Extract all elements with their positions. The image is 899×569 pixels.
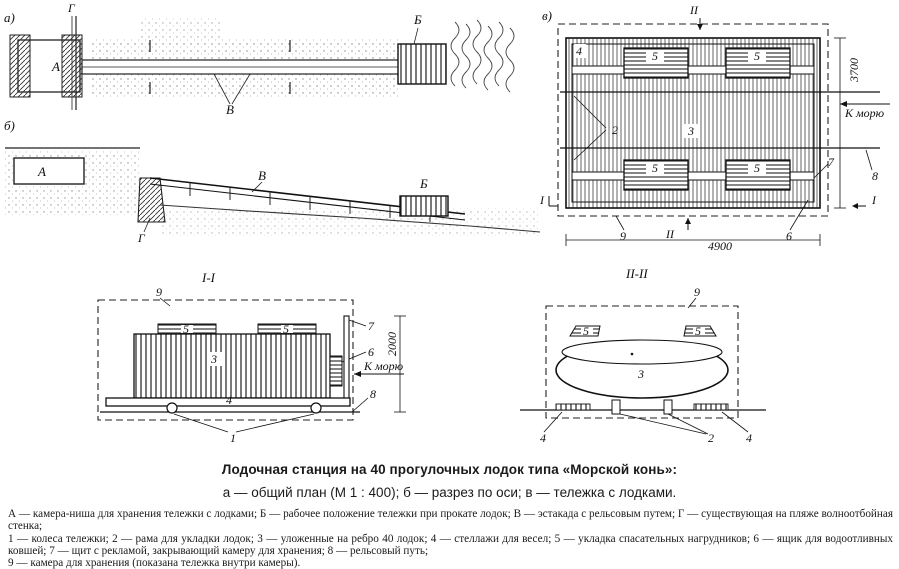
- cut-II-top: II: [689, 3, 699, 17]
- panel-v-cart-plan: в) 5 5 5 5 4 3 2 7 8 9 6 К морю: [539, 3, 890, 253]
- label-5-s2a: 5: [583, 324, 589, 338]
- label-to-sea-v: К морю: [844, 106, 885, 120]
- label-2-v: 2: [612, 123, 618, 137]
- label-B-section: Б: [419, 176, 428, 191]
- figure-drawing: а) А Г Б В: [4, 1, 890, 445]
- label-4-s2b: 4: [746, 431, 752, 445]
- label-8-s1: 8: [370, 387, 376, 401]
- legend-line-2: 1 — колеса тележки; 2 — рама для укладки…: [8, 532, 893, 557]
- figure-legend: А — камера-ниша для хранения тележки с л…: [8, 508, 893, 569]
- label-A-section: А: [37, 164, 46, 179]
- label-6-s1: 6: [368, 345, 374, 359]
- label-1-s1: 1: [230, 431, 236, 445]
- label-V-section: В: [258, 168, 266, 183]
- figure-subtitle: а — общий план (М 1 : 400); б — разрез п…: [222, 485, 677, 500]
- label-5-s2b: 5: [695, 324, 701, 338]
- label-5-v2: 5: [754, 49, 760, 63]
- label-3-s2: 3: [637, 367, 644, 381]
- label-5-s1a: 5: [183, 322, 189, 336]
- legend-line-1: А — камера-ниша для хранения тележки с л…: [8, 508, 893, 533]
- panel-a-label: а): [4, 10, 15, 25]
- label-G-section: Г: [137, 231, 146, 245]
- label-G-plan: Г: [67, 1, 76, 15]
- label-4-s2a: 4: [540, 431, 546, 445]
- label-2-s2: 2: [708, 431, 714, 445]
- label-B-plan: Б: [413, 12, 422, 27]
- dim-3700: 3700: [847, 58, 861, 83]
- label-4-s1: 4: [226, 393, 232, 407]
- label-3-s1: 3: [210, 352, 217, 366]
- label-5-s1b: 5: [283, 322, 289, 336]
- legend-line-3: 9 — камера для хранения (показана тележк…: [8, 557, 301, 569]
- dim-2000: 2000: [385, 332, 399, 356]
- label-9-v: 9: [620, 229, 626, 243]
- section-I-I: I-I 9 3 5 5 6 7 4 1 8 К морю: [97, 270, 406, 445]
- label-5-v1: 5: [652, 49, 658, 63]
- label-to-sea-s1: К морю: [363, 359, 404, 373]
- panel-b-label: б): [4, 118, 15, 133]
- panel-v-label: в): [542, 8, 552, 23]
- section-II-II: II-II 9 5 5 3 4 4 2: [520, 266, 766, 445]
- label-7-v: 7: [828, 155, 835, 169]
- cut-I-left: I: [539, 193, 545, 207]
- label-3-v: 3: [687, 124, 694, 138]
- section-1-title: I-I: [201, 270, 216, 285]
- dim-4900: 4900: [708, 239, 732, 253]
- label-7-s1: 7: [368, 319, 375, 333]
- label-5-v3: 5: [652, 161, 658, 175]
- section-2-title: II-II: [625, 266, 648, 281]
- cut-I-right: I: [871, 193, 877, 207]
- label-5-v4: 5: [754, 161, 760, 175]
- figure-title: Лодочная станция на 40 прогулочных лодок…: [221, 462, 678, 477]
- label-4-v: 4: [576, 44, 582, 58]
- label-6-v: 6: [786, 229, 792, 243]
- panel-a-plan: а) А Г Б В: [4, 1, 515, 117]
- label-V-plan: В: [226, 102, 234, 117]
- label-8-v: 8: [872, 169, 878, 183]
- label-A-plan: А: [51, 59, 60, 74]
- label-9-s1: 9: [156, 285, 162, 299]
- panel-b-section: б) А Г В Б: [4, 118, 541, 245]
- cut-II-bottom: II: [665, 227, 675, 241]
- label-9-s2: 9: [694, 285, 700, 299]
